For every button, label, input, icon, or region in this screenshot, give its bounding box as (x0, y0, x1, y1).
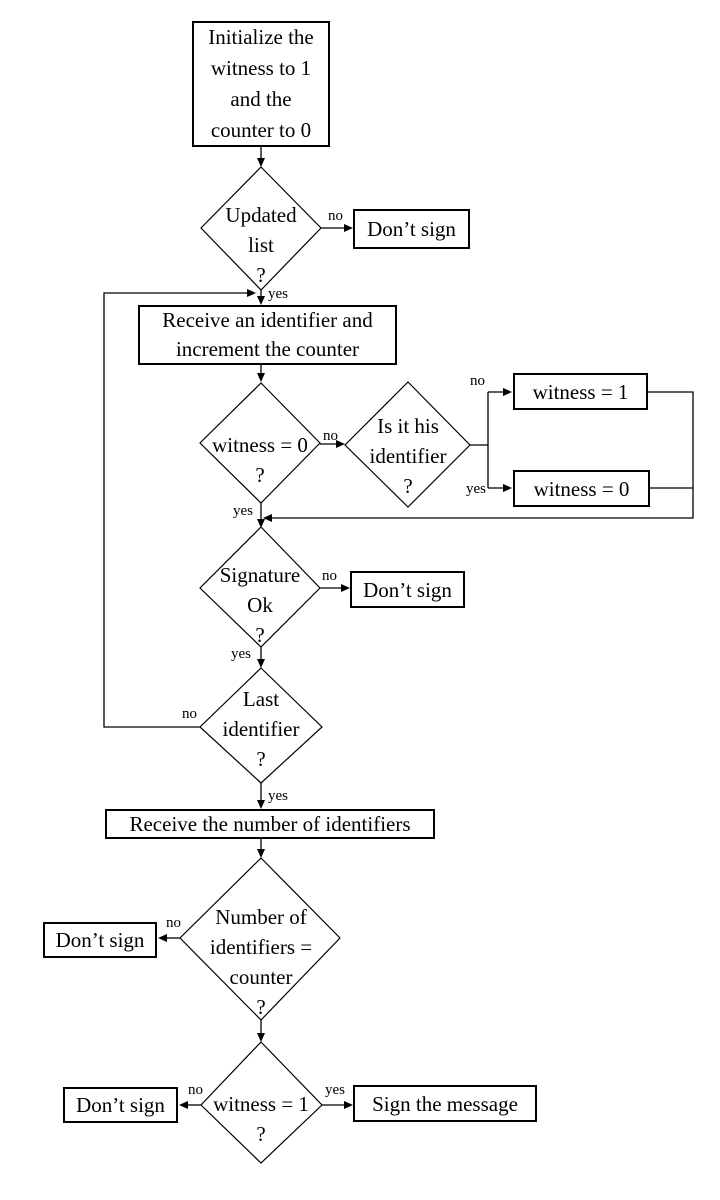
decision-updated-list-label: Updated list ? (225, 203, 297, 287)
decision-witness1-q-label: witness = 1 ? (213, 1092, 309, 1146)
terminal-dont-sign-number: Don’t sign (43, 922, 157, 958)
process-set-witness-0: witness = 0 (513, 470, 650, 507)
edge-receive-number-to-number-eq-counter (257, 839, 265, 858)
process-receive-number: Receive the number of identifiers (105, 809, 435, 839)
process-initialize: Initialize the witness to 1 and the coun… (192, 21, 330, 147)
label-updated-list-no: no (328, 208, 343, 224)
edge-init-to-updated-list (257, 147, 265, 167)
label-witness0-q-no: no (323, 428, 338, 444)
label-is-it-his-yes: yes (466, 481, 486, 497)
edge-signature-ok-no-to-dont-sign (320, 584, 350, 592)
label-last-identifier-no: no (182, 706, 197, 722)
decision-number-eq-counter-shape (179, 857, 341, 1021)
label-witness0-q-yes: yes (233, 503, 253, 519)
decision-signature-ok-shape (199, 526, 321, 648)
label-number-eq-counter-no: no (166, 915, 181, 931)
label-signature-ok-yes: yes (231, 646, 251, 662)
edge-witness0-q-yes-to-signature-ok (257, 503, 265, 528)
edge-updated-list-no-to-dont-sign (321, 224, 353, 232)
decision-witness1-q-shape (200, 1041, 323, 1164)
decision-witness0-q-label: witness = 0 ? (212, 433, 308, 487)
edge-is-it-his-branch (470, 388, 512, 492)
label-updated-list-yes: yes (268, 286, 288, 302)
edge-updated-list-yes-to-receive-identifier (257, 290, 265, 305)
edge-last-identifier-no-loop-back (103, 289, 256, 728)
decision-updated-list-shape (200, 166, 322, 291)
edge-witness1-q-no-to-dont-sign (179, 1101, 201, 1109)
terminal-dont-sign-updated-list: Don’t sign (353, 209, 470, 249)
terminal-sign-message: Sign the message (353, 1085, 537, 1122)
label-signature-ok-no: no (322, 568, 337, 584)
edge-receive-identifier-to-witness0-q (257, 365, 265, 382)
label-is-it-his-no: no (470, 373, 485, 389)
edge-last-identifier-yes-to-receive-number (257, 783, 265, 809)
edge-witness0-q-no-to-is-it-his (320, 440, 345, 448)
terminal-dont-sign-witness: Don’t sign (63, 1087, 178, 1123)
edge-number-eq-counter-no-to-dont-sign (158, 934, 180, 942)
terminal-dont-sign-signature: Don’t sign (350, 571, 465, 608)
process-receive-identifier: Receive an identifier and increment the … (138, 305, 397, 365)
edge-witness-boxes-return (263, 391, 694, 522)
edge-signature-ok-yes-to-last-identifier (257, 647, 265, 668)
decision-signature-ok-label: Signature Ok ? (219, 563, 301, 647)
label-last-identifier-yes: yes (268, 788, 288, 804)
decision-is-it-his-identifier-label: Is it his identifier ? (369, 414, 447, 498)
decision-number-eq-counter-label: Number of identifiers = counter ? (209, 905, 313, 1019)
label-witness1-q-no: no (188, 1082, 203, 1098)
label-witness1-q-yes: yes (325, 1082, 345, 1098)
edge-number-eq-counter-to-witness1-q (257, 1020, 265, 1042)
decision-last-identifier-shape (199, 667, 323, 784)
decision-last-identifier-label: Last identifier ? (222, 687, 300, 771)
process-set-witness-1: witness = 1 (513, 373, 648, 410)
decision-is-it-his-identifier-shape (344, 381, 471, 508)
edge-witness1-q-yes-to-sign-message (322, 1101, 353, 1109)
decision-witness0-q-shape (199, 382, 321, 504)
